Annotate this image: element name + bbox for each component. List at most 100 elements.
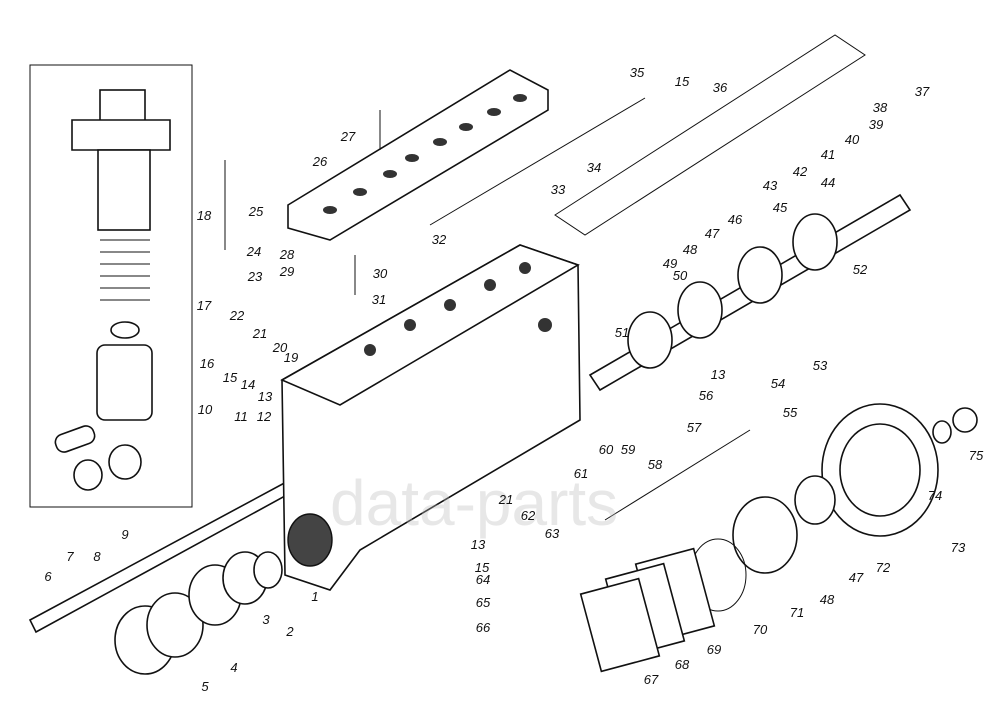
part-label-60: 60 bbox=[599, 442, 614, 457]
bracket-strip bbox=[554, 34, 866, 236]
washer-74 bbox=[932, 420, 952, 444]
part-label-22: 22 bbox=[229, 308, 245, 323]
part-label-38: 38 bbox=[873, 100, 888, 115]
part-label-8: 8 bbox=[93, 549, 101, 564]
control-sleeve bbox=[96, 344, 153, 421]
spring-seat bbox=[110, 321, 140, 339]
pulley-inner bbox=[839, 423, 921, 517]
part-label-55: 55 bbox=[783, 405, 798, 420]
part-label-54: 54 bbox=[771, 376, 785, 391]
cam-lobes bbox=[627, 213, 838, 369]
part-label-41: 41 bbox=[821, 147, 835, 162]
cover-holes bbox=[323, 94, 527, 214]
part-label-67: 67 bbox=[644, 672, 659, 687]
part-label-7: 7 bbox=[66, 549, 74, 564]
part-label-29: 29 bbox=[279, 264, 294, 279]
housing-top bbox=[280, 244, 580, 406]
part-label-73: 73 bbox=[951, 540, 966, 555]
part-label-4: 4 bbox=[230, 660, 237, 675]
part-label-13: 13 bbox=[471, 537, 486, 552]
part-label-23: 23 bbox=[247, 269, 263, 284]
part-label-9: 9 bbox=[121, 527, 128, 542]
seal-72 bbox=[794, 475, 836, 525]
part-label-10: 10 bbox=[198, 402, 213, 417]
part-label-62: 62 bbox=[521, 508, 536, 523]
part-label-39: 39 bbox=[869, 117, 883, 132]
part-label-50: 50 bbox=[673, 268, 688, 283]
part-label-16: 16 bbox=[200, 356, 215, 371]
part-label-47: 47 bbox=[705, 226, 720, 241]
part-label-15: 15 bbox=[223, 370, 238, 385]
part-label-21: 21 bbox=[252, 326, 267, 341]
part-label-19: 19 bbox=[284, 350, 298, 365]
part-label-26: 26 bbox=[312, 154, 328, 169]
part-label-64: 64 bbox=[476, 572, 490, 587]
part-label-24: 24 bbox=[246, 244, 261, 259]
part-label-30: 30 bbox=[373, 266, 388, 281]
part-label-15: 15 bbox=[475, 560, 490, 575]
part-label-59: 59 bbox=[621, 442, 635, 457]
part-label-48: 48 bbox=[820, 592, 835, 607]
part-label-11: 11 bbox=[234, 409, 248, 424]
parts-drawing bbox=[28, 34, 978, 675]
part-label-48: 48 bbox=[683, 242, 698, 257]
part-label-57: 57 bbox=[687, 420, 702, 435]
watermark: data-parts bbox=[330, 467, 618, 539]
part-label-71: 71 bbox=[790, 605, 804, 620]
part-label-21: 21 bbox=[498, 492, 513, 507]
part-label-37: 37 bbox=[915, 84, 930, 99]
plunger-inset-frame bbox=[29, 64, 193, 508]
nut-75 bbox=[952, 407, 978, 433]
part-label-12: 12 bbox=[257, 409, 272, 424]
part-label-68: 68 bbox=[675, 657, 690, 672]
part-label-42: 42 bbox=[793, 164, 808, 179]
part-label-49: 49 bbox=[663, 256, 677, 271]
ring-2 bbox=[253, 551, 283, 589]
part-label-18: 18 bbox=[197, 208, 212, 223]
part-label-47: 47 bbox=[849, 570, 864, 585]
bearing-cover-71 bbox=[732, 496, 798, 574]
part-label-58: 58 bbox=[648, 457, 663, 472]
part-label-14: 14 bbox=[241, 377, 255, 392]
part-label-75: 75 bbox=[969, 448, 984, 463]
housing-holes bbox=[364, 262, 552, 356]
part-label-56: 56 bbox=[699, 388, 714, 403]
oil-pipe bbox=[604, 429, 751, 521]
part-label-33: 33 bbox=[551, 182, 566, 197]
part-label-40: 40 bbox=[845, 132, 860, 147]
housing-cover bbox=[287, 69, 549, 241]
part-label-2: 2 bbox=[285, 624, 294, 639]
bushing bbox=[108, 444, 142, 480]
part-label-1: 1 bbox=[311, 589, 318, 604]
part-label-61: 61 bbox=[574, 466, 588, 481]
part-label-69: 69 bbox=[707, 642, 721, 657]
plunger-body bbox=[97, 149, 151, 231]
gasket-67 bbox=[579, 577, 661, 673]
fuel-pipe bbox=[429, 97, 646, 226]
part-label-32: 32 bbox=[432, 232, 447, 247]
plunger-flange bbox=[71, 119, 171, 151]
part-label-31: 31 bbox=[372, 292, 386, 307]
part-label-15: 15 bbox=[675, 74, 690, 89]
part-label-45: 45 bbox=[773, 200, 788, 215]
plunger-spring bbox=[100, 239, 150, 301]
part-label-65: 65 bbox=[476, 595, 491, 610]
part-label-25: 25 bbox=[248, 204, 264, 219]
part-label-63: 63 bbox=[545, 526, 560, 541]
part-label-28: 28 bbox=[279, 247, 295, 262]
roller bbox=[73, 459, 103, 491]
part-label-51: 51 bbox=[615, 325, 629, 340]
part-label-70: 70 bbox=[753, 622, 768, 637]
part-label-66: 66 bbox=[476, 620, 491, 635]
part-label-74: 74 bbox=[928, 488, 942, 503]
part-label-27: 27 bbox=[340, 129, 356, 144]
part-label-3: 3 bbox=[262, 612, 270, 627]
part-label-34: 34 bbox=[587, 160, 601, 175]
part-label-53: 53 bbox=[813, 358, 828, 373]
ring-4 bbox=[146, 592, 204, 658]
part-label-46: 46 bbox=[728, 212, 743, 227]
part-label-5: 5 bbox=[201, 679, 209, 694]
part-label-52: 52 bbox=[853, 262, 868, 277]
